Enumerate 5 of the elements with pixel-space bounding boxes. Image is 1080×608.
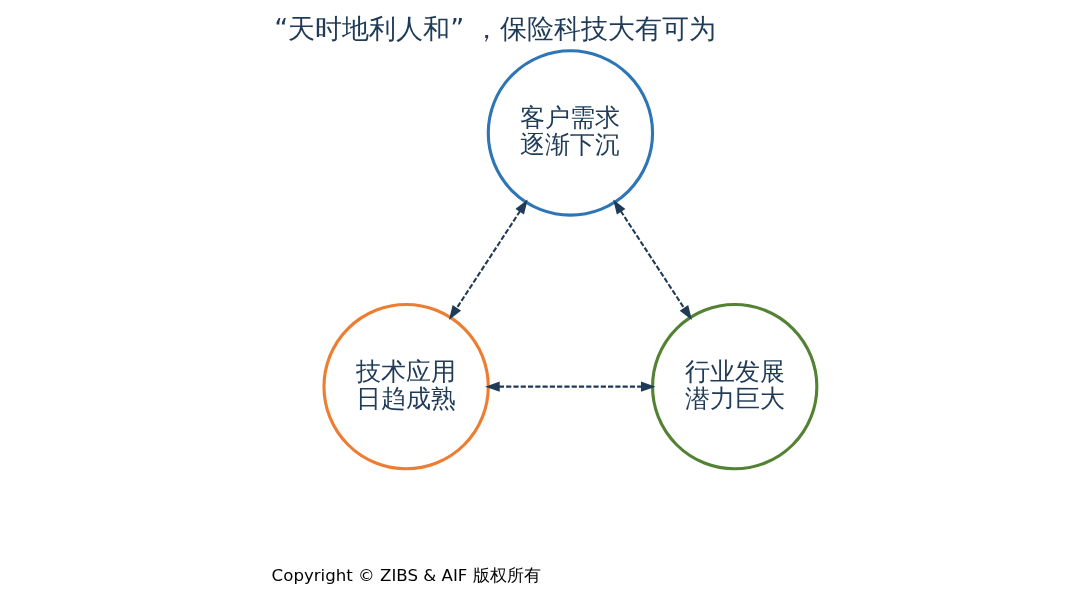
arrow <box>485 381 656 392</box>
arrow <box>613 199 692 321</box>
label: Copyright © ZIBS & AIF 版权所有 <box>271 565 541 585</box>
diagram-title: “天时地利人和” ，保险科技大有可为 <box>274 13 716 45</box>
arrow <box>448 199 528 321</box>
